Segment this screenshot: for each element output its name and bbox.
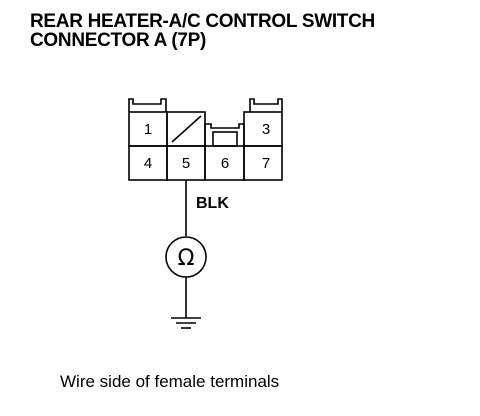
connector-outline-right: [249, 98, 283, 112]
connector-housing: [128, 98, 283, 181]
title-line-1: REAR HEATER-A/C CONTROL SWITCH: [30, 11, 375, 32]
title-line-2: CONNECTOR A (7P): [30, 30, 207, 51]
cavity-2-blank-mark: [171, 115, 202, 143]
lock-tab-recess: [204, 123, 245, 146]
cavity-7: [243, 145, 283, 181]
diagram-caption: Wire side of female terminals: [60, 372, 280, 391]
wire-color-label: BLK: [196, 195, 229, 212]
ohm-symbol: Ω: [178, 246, 195, 271]
diagram-title: REAR HEATER-A/C CONTROL SWITCH CONNECTOR…: [30, 12, 375, 50]
pin-label-5: 5: [182, 155, 190, 172]
pin-label-3: 3: [262, 121, 270, 138]
pin-label-4: 4: [144, 155, 152, 172]
ground-icon: [171, 317, 201, 329]
pin-label-6: 6: [221, 155, 229, 172]
pin-label-1: 1: [144, 121, 152, 138]
pin-label-7: 7: [262, 155, 270, 172]
connector-outline: [128, 98, 167, 112]
lock-tab: [212, 131, 238, 147]
